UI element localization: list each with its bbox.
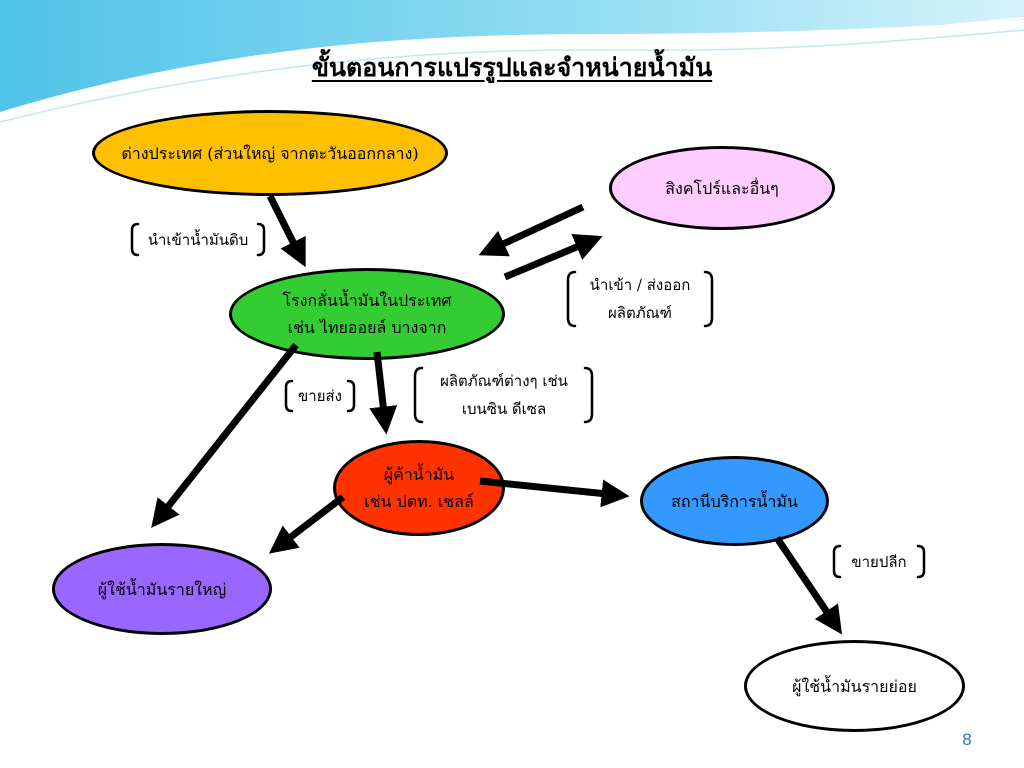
node-foreign-countries: ต่างประเทศ (ส่วนใหญ่ จากตะวันออกกลาง)	[92, 110, 448, 196]
bracket-right	[703, 270, 714, 328]
arrow-refinery-to-large-user	[151, 342, 299, 528]
page-number: 8	[962, 730, 972, 749]
node-text: ผู้ใช้น้ำมันรายย่อย	[792, 676, 917, 696]
arrow-station-to-retail-user	[774, 536, 843, 635]
node-text: เช่น ปตท. เชลล์	[364, 492, 474, 511]
label-text: เบนซิน ดีเซล	[461, 400, 547, 418]
label-text: ขายส่ง	[298, 387, 342, 405]
node-singapore-and-others: สิงคโปร์และอื่นๆ	[609, 146, 835, 230]
node-text: ต่างประเทศ (ส่วนใหญ่ จากตะวันออกกลาง)	[121, 143, 419, 163]
label-retail: ขายปลีก	[838, 546, 920, 577]
arrow-trader-to-station	[479, 477, 630, 508]
header-wave-fill	[0, 0, 1024, 112]
header-wave-line	[0, 29, 1024, 123]
label-product-import-export: นำเข้า / ส่งออก ผลิตภัณฑ์	[572, 270, 708, 328]
bracket-left	[413, 366, 424, 424]
arrow-trader-to-large-user	[268, 494, 346, 554]
node-oil-trader: ผู้ค้าน้ำมัน เช่น ปตท. เชลล์	[333, 440, 505, 536]
bracket-right	[346, 379, 356, 413]
node-service-station: สถานีบริการน้ำมัน	[640, 456, 829, 546]
bracket-left	[284, 379, 294, 413]
label-wholesale: ขายส่ง	[290, 381, 350, 411]
bracket-left	[130, 222, 140, 257]
bracket-right	[256, 222, 266, 257]
label-crude-oil-import: นำเข้าน้ำมันดิบ	[136, 224, 260, 255]
label-text: ขายปลีก	[851, 552, 907, 571]
bracket-left	[832, 544, 842, 579]
bracket-left	[566, 270, 577, 328]
node-retail-user: ผู้ใช้น้ำมันรายย่อย	[744, 640, 965, 732]
arrow-refinery-to-singapore	[503, 234, 603, 281]
label-text: นำเข้าน้ำมันดิบ	[147, 230, 249, 249]
node-text: สิงคโปร์และอื่นๆ	[665, 178, 779, 198]
arrow-singapore-to-refinery	[478, 203, 585, 257]
node-text: เช่น ไทยออยล์ บางจาก	[287, 318, 447, 337]
label-products-benzine-diesel: ผลิตภัณฑ์ต่างๆ เช่น เบนซิน ดีเซล	[420, 367, 588, 423]
label-text: ผลิตภัณฑ์ต่างๆ เช่น	[440, 372, 568, 390]
arrow-refinery-to-trader	[369, 351, 398, 435]
node-large-user: ผู้ใช้น้ำมันรายใหญ่	[52, 543, 272, 635]
node-text: ผู้ค้าน้ำมัน	[383, 465, 455, 484]
label-text: นำเข้า / ส่งออก	[589, 276, 691, 294]
node-text: ผู้ใช้น้ำมันรายใหญ่	[97, 579, 227, 599]
header-wave-line	[0, 17, 1024, 117]
slide-title: ขั้นตอนการแปรรูปและจำหน่ายน้ำมัน	[311, 53, 713, 82]
label-text: ผลิตภัณฑ์	[608, 304, 672, 322]
bracket-right	[583, 366, 594, 424]
node-text: โรงกลั่นน้ำมันในประเทศ	[282, 291, 452, 310]
node-domestic-refinery: โรงกลั่นน้ำมันในประเทศ เช่น ไทยออยล์ บาง…	[229, 268, 505, 360]
arrow-foreign-to-refinery	[266, 194, 306, 268]
node-text: สถานีบริการน้ำมัน	[671, 491, 798, 511]
bracket-right	[916, 544, 926, 579]
